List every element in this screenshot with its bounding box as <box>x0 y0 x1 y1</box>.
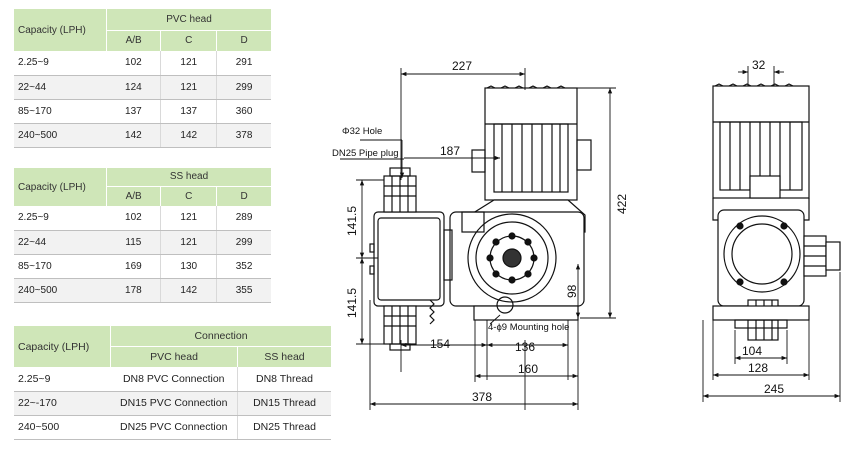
side-dimensions <box>702 66 841 402</box>
table-row: 22~44 124 121 299 <box>14 75 271 100</box>
cell: 2.25~9 <box>14 367 111 392</box>
dim-378: 378 <box>472 390 492 404</box>
cell: 22~44 <box>14 230 107 255</box>
cell: 102 <box>106 51 162 76</box>
table-row: 22~44 115 121 299 <box>14 230 271 255</box>
dim-245: 245 <box>764 382 784 396</box>
col-header: A/B <box>106 30 162 51</box>
group-header: SS head <box>106 168 271 187</box>
capacity-header: Capacity (LPH) <box>14 168 107 206</box>
cell: 142 <box>160 278 218 303</box>
cell: 22~44 <box>14 75 107 100</box>
capacity-header: Capacity (LPH) <box>14 9 107 51</box>
cell: 240~500 <box>14 123 107 148</box>
front-dimension-labels: 227 Φ32 Hole DN25 Pipe plug 187 141.5 14… <box>332 59 629 404</box>
hole-label: Φ32 Hole <box>342 126 382 137</box>
cell: 142 <box>106 123 162 148</box>
table-row: 2.25~9 102 121 289 <box>14 206 271 231</box>
cell: 299 <box>216 230 271 255</box>
pump-side-view <box>712 83 841 341</box>
cell: 137 <box>106 99 162 124</box>
table-row: 240~500 DN25 PVC Connection DN25 Thread <box>14 415 331 440</box>
cell: DN8 PVC Connection <box>110 367 238 392</box>
table-row: 2.25~9 DN8 PVC Connection DN8 Thread <box>14 367 331 392</box>
cell: 360 <box>216 99 271 124</box>
cell: 102 <box>106 206 162 231</box>
dim-227: 227 <box>452 59 472 73</box>
cell: 142 <box>160 123 218 148</box>
col-header: C <box>160 186 218 206</box>
table-row: 240~500 178 142 355 <box>14 278 271 303</box>
cell: DN25 PVC Connection <box>110 415 238 440</box>
cell: 378 <box>216 123 271 148</box>
cell: 240~500 <box>14 278 107 303</box>
cell: 291 <box>216 51 271 76</box>
cell: 85~170 <box>14 99 107 124</box>
cell: DN25 Thread <box>237 415 331 440</box>
pump-front-view <box>369 85 592 351</box>
col-header: SS head <box>264 350 305 363</box>
cell: 121 <box>160 230 218 255</box>
col-header: C <box>160 30 218 51</box>
dim-128: 128 <box>748 361 768 375</box>
cell: 2.25~9 <box>14 51 107 76</box>
dim-104: 104 <box>742 344 762 358</box>
side-dimension-labels: 32 104 128 245 <box>742 58 784 396</box>
group-header: Connection <box>110 326 331 347</box>
col-header: D <box>240 190 248 202</box>
pvc-head-table: Capacity (LPH) PVC head A/B C D 2.25~9 1… <box>14 9 271 148</box>
cell: 85~170 <box>14 254 107 279</box>
col-header: A/B <box>106 186 162 206</box>
mounting-hole-label: 4-ϕ9 Mounting hole <box>488 322 569 333</box>
table-row: 22~-170 DN15 PVC Connection DN15 Thread <box>14 391 331 416</box>
col-header: PVC head <box>110 346 238 367</box>
ss-head-table: Capacity (LPH) SS head A/B C D 2.25~9 10… <box>14 168 271 303</box>
col-header: D <box>240 35 248 47</box>
cell: DN8 Thread <box>237 367 331 392</box>
cell: 121 <box>160 206 218 231</box>
group-header: PVC head <box>106 9 271 31</box>
cell: DN15 Thread <box>237 391 331 416</box>
dim-141-bottom: 141.5 <box>345 288 359 318</box>
dim-32: 32 <box>752 58 766 72</box>
capacity-header: Capacity (LPH) <box>14 326 111 367</box>
cell: 299 <box>216 75 271 100</box>
cell: 115 <box>106 230 162 255</box>
dim-160: 160 <box>518 362 538 376</box>
cell: 352 <box>216 254 271 279</box>
dim-98: 98 <box>565 284 579 298</box>
dim-154: 154 <box>430 337 450 351</box>
connection-table: Capacity (LPH) Connection PVC head SS he… <box>14 326 331 440</box>
cell: DN15 PVC Connection <box>110 391 238 416</box>
front-dimensions <box>340 68 616 410</box>
cell: 130 <box>160 254 218 279</box>
cell: 124 <box>106 75 162 100</box>
table-row: 85~170 137 137 360 <box>14 99 271 124</box>
cell: 22~-170 <box>14 391 111 416</box>
cell: 240~500 <box>14 415 111 440</box>
dim-136: 136 <box>515 340 535 354</box>
cell: 121 <box>160 51 218 76</box>
table-row: 85~170 169 130 352 <box>14 254 271 279</box>
cell: 169 <box>106 254 162 279</box>
cell: 289 <box>216 206 271 231</box>
cell: 121 <box>160 75 218 100</box>
pipe-plug-label: DN25 Pipe plug <box>332 148 399 159</box>
cell: 355 <box>216 278 271 303</box>
cell: 137 <box>160 99 218 124</box>
cell: 178 <box>106 278 162 303</box>
dim-187: 187 <box>440 144 460 158</box>
cell: 2.25~9 <box>14 206 107 231</box>
table-row: 2.25~9 102 121 291 <box>14 51 271 76</box>
table-row: 240~500 142 142 378 <box>14 123 271 148</box>
dim-141-top: 141.5 <box>345 206 359 236</box>
dim-422: 422 <box>615 194 629 214</box>
